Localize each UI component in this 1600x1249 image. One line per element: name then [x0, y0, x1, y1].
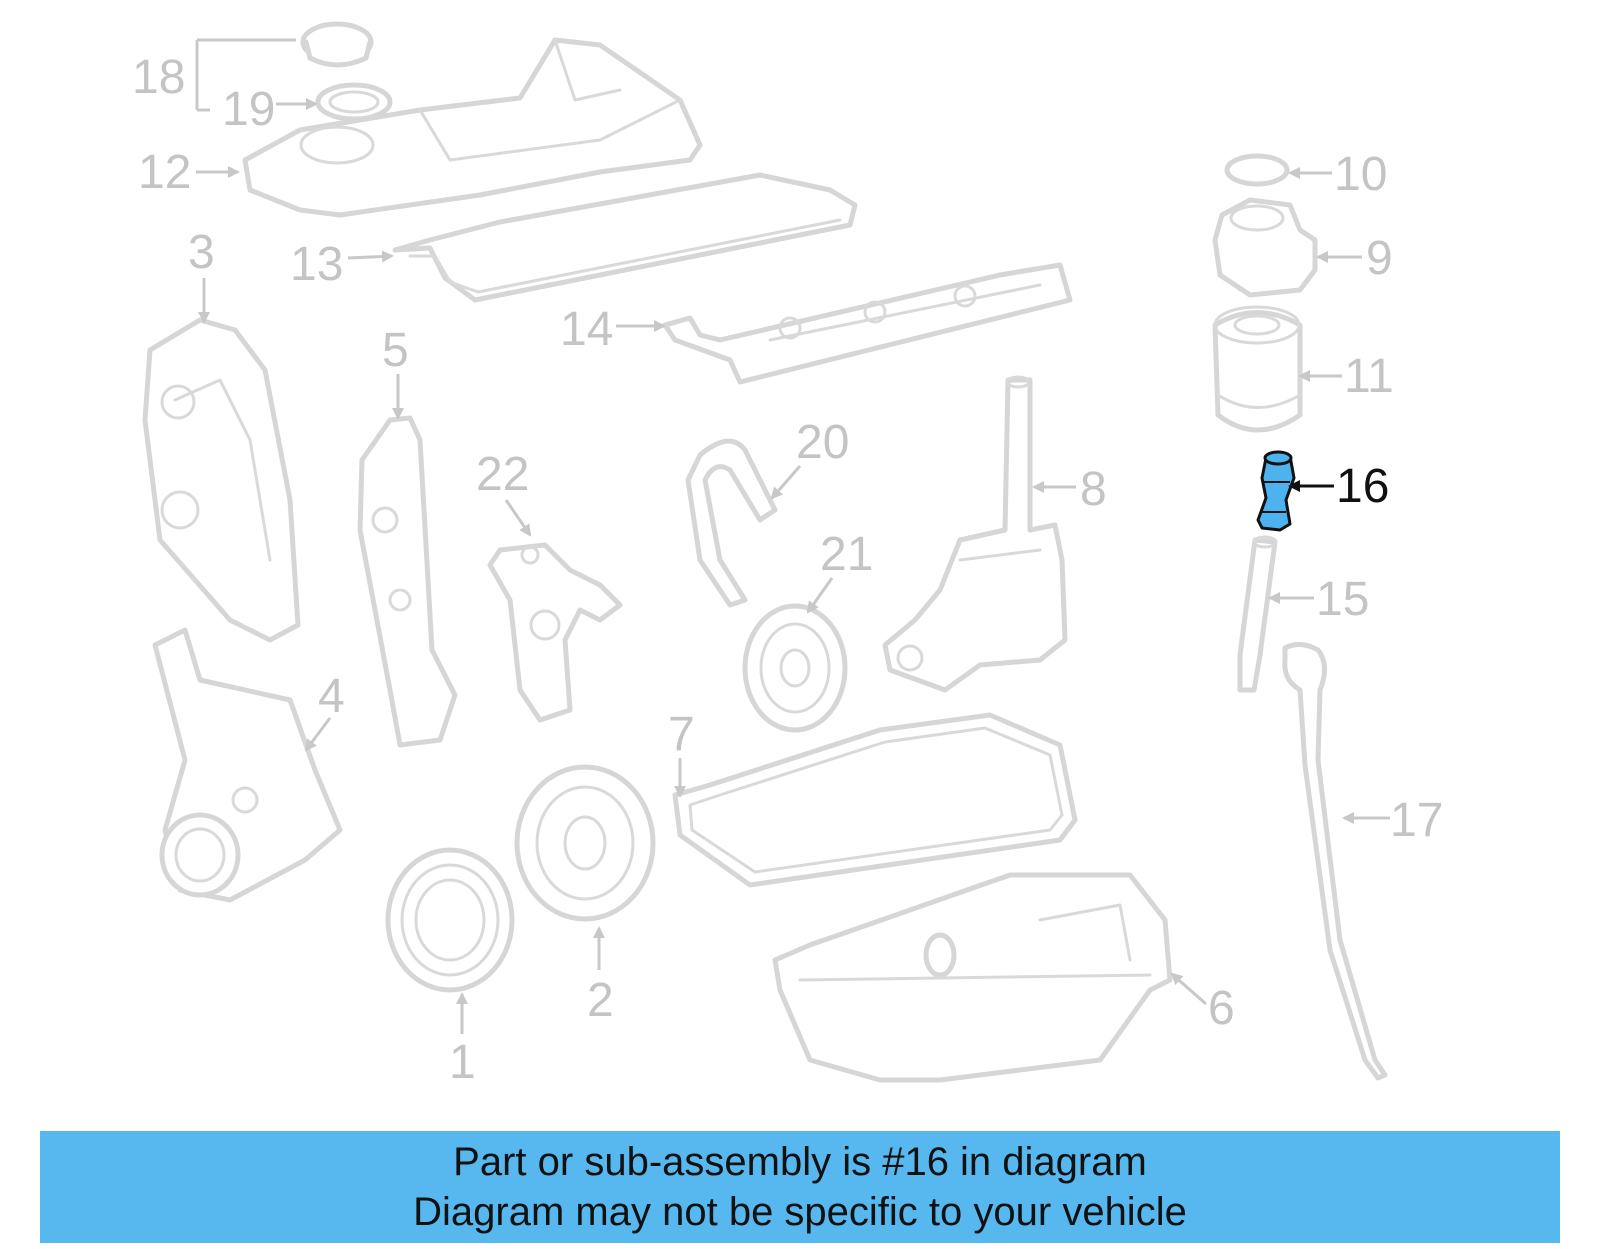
- callout-1: 1: [449, 1036, 476, 1089]
- callout-17: 17: [1390, 794, 1443, 847]
- part-9-filter-housing: [1212, 197, 1318, 298]
- part-2-crankshaft-sprocket: [514, 764, 656, 922]
- part-14-cover-strip: [662, 262, 1073, 385]
- callout-13: 13: [290, 238, 343, 291]
- callout-6: 6: [1208, 982, 1235, 1035]
- callout-16: 16: [1336, 460, 1389, 513]
- callout-5: 5: [382, 324, 409, 377]
- part-18-oil-filler-cap: [300, 21, 374, 68]
- callout-20: 20: [796, 416, 849, 469]
- part-19-cap-seal: [315, 82, 393, 122]
- leader-22: [504, 499, 532, 537]
- part-4-timing-cover-lower: [152, 627, 343, 903]
- part-13-valve-cover-gasket: [392, 172, 858, 303]
- callout-11: 11: [1344, 350, 1394, 403]
- leader-4: [304, 717, 332, 752]
- part-17-dipstick: [1282, 642, 1388, 1081]
- leader-18: [195, 38, 296, 110]
- callout-15: 15: [1316, 573, 1369, 626]
- part-5-rear-timing-cover: [357, 415, 458, 748]
- callout-21: 21: [820, 528, 873, 581]
- part-6-oil-pan: [772, 872, 1173, 1083]
- callout-18: 18: [132, 51, 185, 104]
- callout-19: 19: [222, 83, 275, 136]
- part-20-timing-belt: [685, 438, 778, 608]
- part-16-dipstick-tube-seal: [1256, 450, 1296, 532]
- callout-3: 3: [188, 226, 215, 279]
- banner-line-part-number: Part or sub-assembly is #16 in diagram: [453, 1140, 1147, 1184]
- callout-8: 8: [1080, 463, 1107, 516]
- leader-20: [770, 465, 802, 500]
- leader-6: [1170, 972, 1207, 1006]
- part-8-oil-pump: [882, 375, 1068, 693]
- callout-7: 7: [668, 708, 695, 761]
- callout-12: 12: [138, 146, 191, 199]
- part-1-crankshaft-pulley: [385, 847, 515, 993]
- part-10-o-ring: [1224, 153, 1290, 187]
- callout-9: 9: [1366, 232, 1393, 285]
- part-7-oil-pan-gasket: [672, 712, 1078, 888]
- part-21-idler-pulley: [742, 603, 848, 733]
- leader-13: [347, 250, 394, 263]
- callout-4: 4: [318, 670, 345, 723]
- callout-14: 14: [560, 303, 613, 356]
- banner-line-disclaimer: Diagram may not be specific to your vehi…: [413, 1190, 1187, 1234]
- part-22-tensioner: [487, 542, 623, 723]
- info-banner: Part or sub-assembly is #16 in diagram D…: [40, 1131, 1560, 1243]
- callout-22: 22: [476, 448, 529, 501]
- leader-21: [806, 577, 834, 614]
- part-15-dipstick-tube: [1237, 535, 1278, 693]
- part-3-timing-cover-upper: [142, 317, 301, 643]
- part-11-oil-filter: [1212, 305, 1303, 433]
- callout-2: 2: [587, 974, 614, 1027]
- callout-10: 10: [1334, 148, 1387, 201]
- part-12-valve-cover: [242, 37, 703, 218]
